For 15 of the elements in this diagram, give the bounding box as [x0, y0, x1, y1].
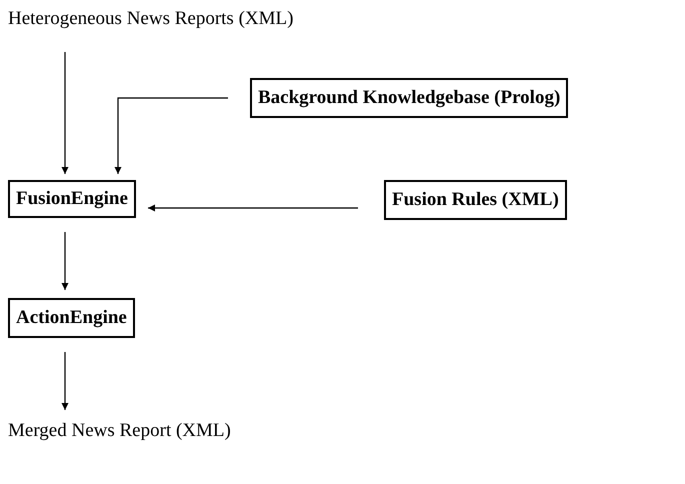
- box-label: ActionEngine: [16, 307, 127, 329]
- process-box: [384, 180, 567, 220]
- process-box: [250, 78, 568, 118]
- arrow: [62, 232, 68, 290]
- arrow: [148, 204, 358, 212]
- flow-label: Merged News Report (XML): [8, 420, 231, 442]
- box-label: Fusion Rules (XML): [392, 189, 559, 211]
- process-box: [8, 180, 136, 218]
- arrow: [62, 52, 68, 174]
- arrow: [114, 97, 228, 174]
- process-box: [8, 298, 135, 338]
- arrow: [62, 352, 68, 410]
- flow-label: Heterogeneous News Reports (XML): [8, 8, 294, 30]
- box-label: FusionEngine: [16, 188, 128, 210]
- box-label: Background Knowledgebase (Prolog): [258, 87, 560, 109]
